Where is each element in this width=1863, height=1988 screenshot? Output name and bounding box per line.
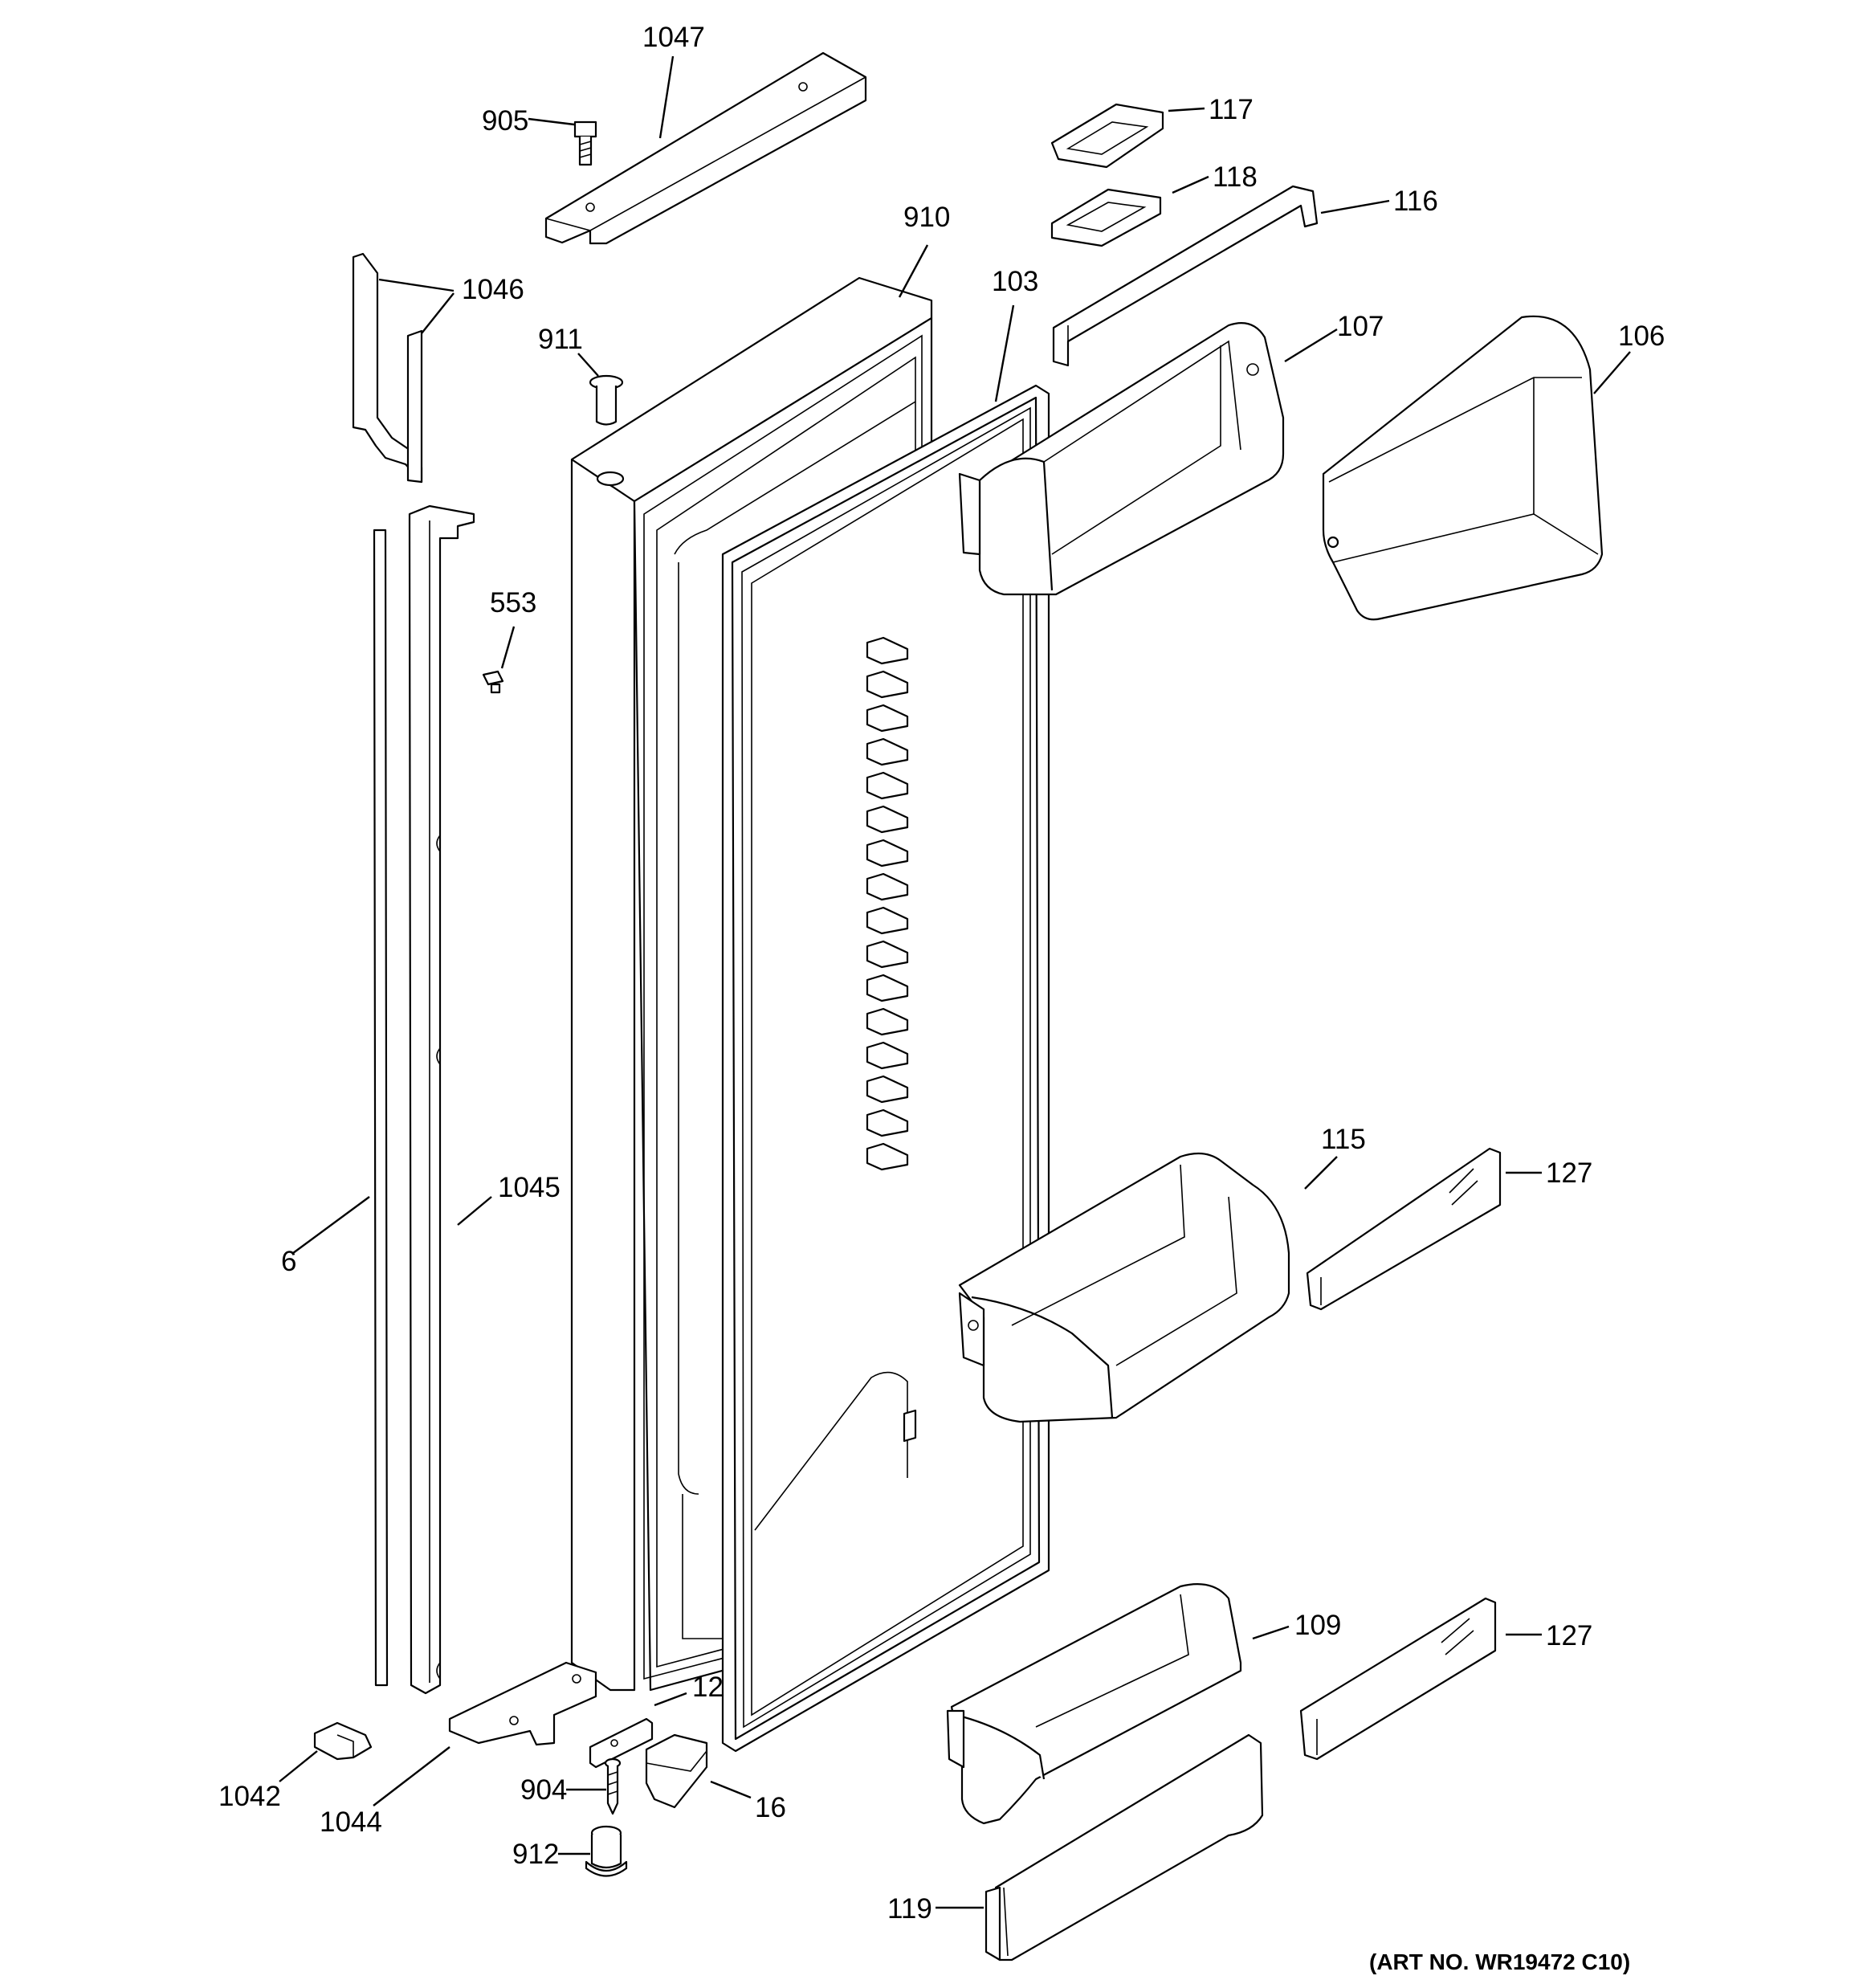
part-116-rail (1052, 185, 1319, 367)
label-119: 119 (887, 1893, 932, 1925)
part-119-bin-front (984, 1733, 1264, 1961)
label-117: 117 (1209, 94, 1254, 125)
label-904: 904 (520, 1774, 567, 1806)
part-1045-trim (408, 504, 475, 1695)
label-106: 106 (1618, 320, 1665, 352)
part-553-fastener (482, 670, 504, 694)
label-109: 109 (1294, 1610, 1341, 1641)
part-12-hinge-plate (589, 1717, 654, 1769)
part-16-hinge-block (645, 1733, 708, 1809)
part-1044-bottom-bracket (448, 1661, 597, 1746)
part-labels: 1047 905 117 118 116 910 1046 103 107 10… (218, 22, 1665, 1974)
part-127-retainer-upper (1306, 1147, 1502, 1311)
part-1046-trim-upper (352, 252, 423, 484)
label-1044: 1044 (320, 1806, 382, 1838)
part-1047-door-cap (544, 51, 867, 245)
label-103: 103 (992, 266, 1038, 297)
label-118: 118 (1213, 161, 1258, 193)
label-127-upper: 127 (1546, 1157, 1592, 1189)
label-1042: 1042 (218, 1781, 281, 1812)
label-16: 16 (755, 1792, 786, 1823)
label-1045: 1045 (498, 1172, 561, 1203)
part-905-screw (573, 120, 597, 166)
label-12: 12 (692, 1672, 724, 1703)
label-115: 115 (1321, 1124, 1366, 1155)
label-910: 910 (903, 202, 950, 233)
label-1046: 1046 (462, 274, 524, 305)
part-109-lower-bin (946, 1583, 1242, 1825)
leader-lines (279, 55, 1631, 1909)
label-6: 6 (281, 1246, 296, 1277)
label-911: 911 (538, 324, 583, 355)
art-number: (ART NO. WR19472 C10) (1369, 1949, 1630, 1974)
part-117-cap (1050, 103, 1164, 169)
label-912: 912 (512, 1839, 559, 1870)
part-904-screw (604, 1757, 622, 1815)
label-107: 107 (1337, 311, 1384, 342)
label-127-lower: 127 (1546, 1620, 1592, 1651)
part-127-retainer-lower (1299, 1597, 1497, 1761)
part-912-bushing (585, 1825, 628, 1877)
part-106-bin-cover (1322, 315, 1604, 621)
shelf-clip-column (754, 636, 917, 1531)
label-553: 553 (490, 587, 536, 618)
part-107-upper-bin (958, 322, 1285, 596)
label-1047: 1047 (642, 22, 705, 53)
part-911-bushing (589, 374, 624, 426)
label-116: 116 (1393, 186, 1438, 217)
part-118-cap-holder (1050, 188, 1162, 247)
label-905: 905 (482, 105, 528, 137)
part-115-middle-bin (958, 1152, 1290, 1423)
part-6-rod (373, 529, 389, 1687)
part-1042-bracket (313, 1721, 373, 1761)
